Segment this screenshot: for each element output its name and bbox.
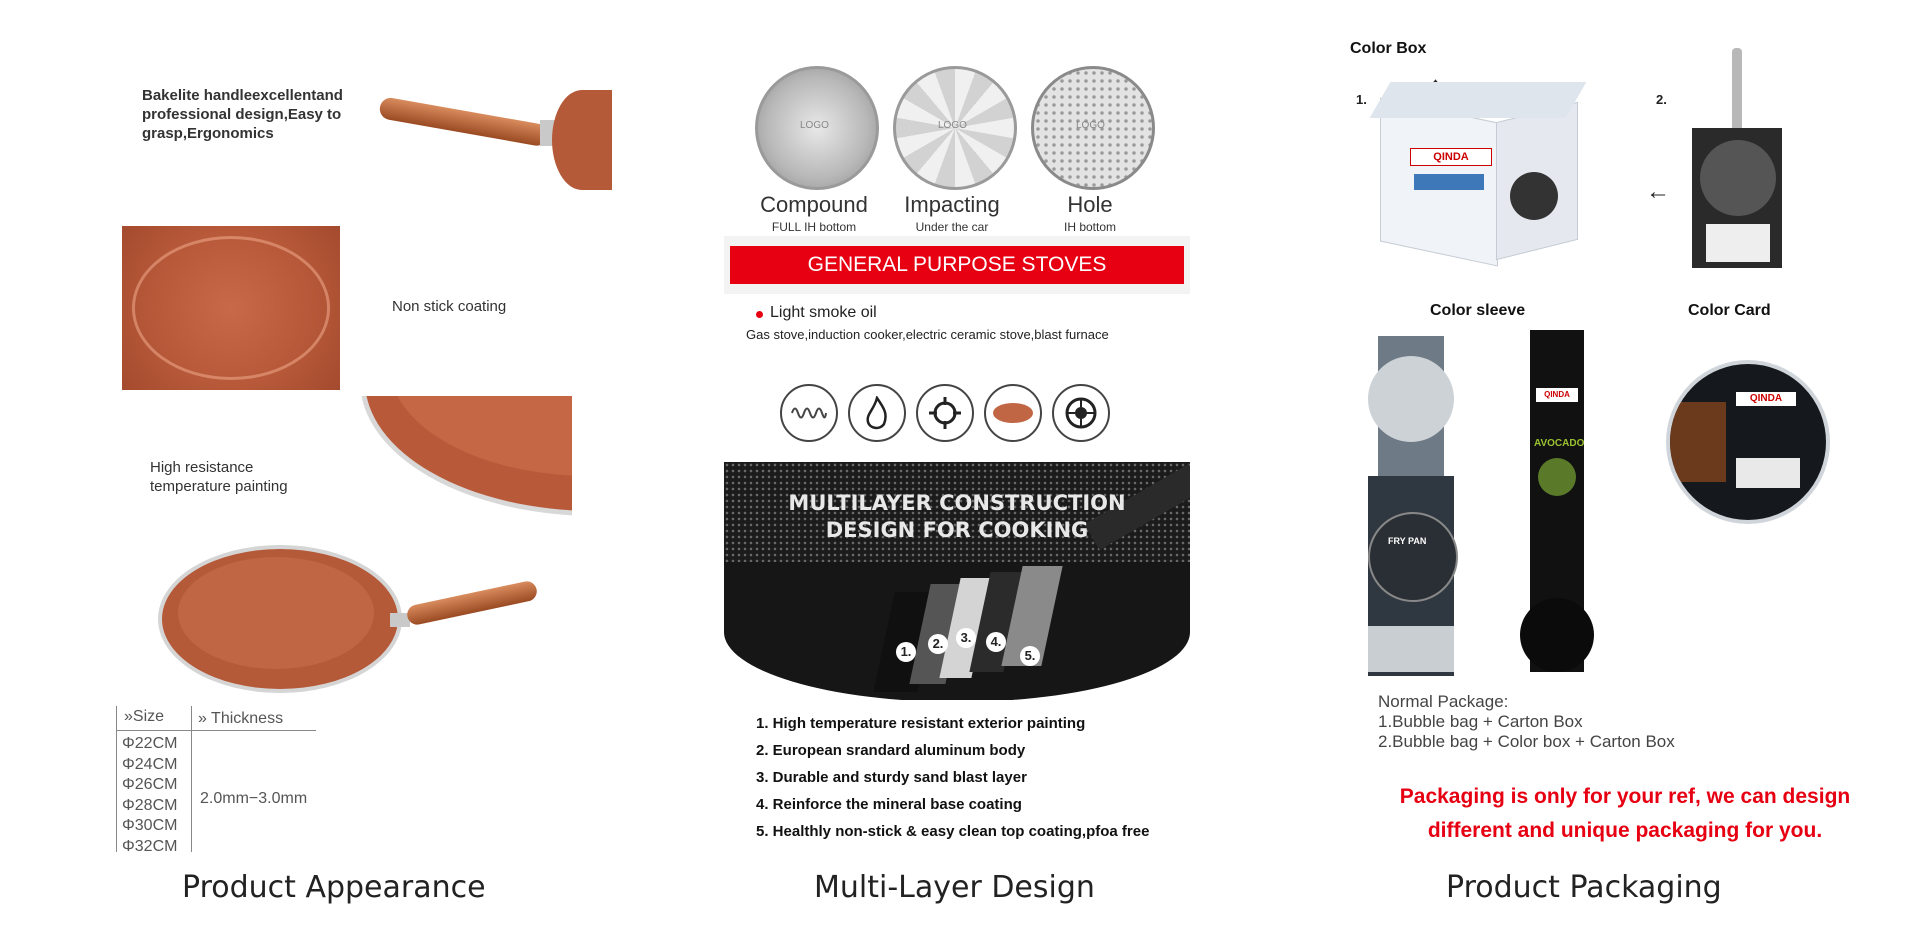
coating-closeup [122,226,340,390]
color-sleeve-black: QINDA AVOCADO [1514,330,1600,672]
rim-closeup [360,396,572,516]
package-number: 1. [1356,92,1367,107]
ceramic-plate-icon [984,384,1042,442]
brand-logo: QINDA [1410,148,1492,166]
hob-ring-icon [1052,384,1110,442]
sleeve-label: FRY PAN [1388,536,1427,546]
construction-image: MULTILAYER CONSTRUCTION DESIGN FOR COOKI… [724,462,1190,700]
size-value: Φ26CM [122,776,178,793]
package-option: 2.Bubble bag + Color box + Carton Box [1378,732,1675,751]
color-card-image: QINDA [1666,360,1830,524]
disc-sublabel: Under the car [915,220,989,234]
disc-label: Impacting [904,192,1000,217]
feature-item: 1. High temperature resistant exterior p… [756,715,1086,732]
brand-logo: QINDA [1536,388,1578,402]
painting-description: High resistance temperature painting [150,459,288,495]
oil-text: Light smoke oil [770,304,877,321]
impacting-disc [893,66,1017,190]
feature-item: 2. European srandard aluminum body [756,742,1026,759]
layer-number: 4. [986,632,1006,652]
color-box-title: Color Box [1350,40,1427,57]
oil-bullet [756,311,763,318]
thickness-value: 2.0mm−3.0mm [200,790,308,807]
layer-number: 1. [896,642,916,662]
gas-burner-icon [916,384,974,442]
size-list: Φ22CM Φ24CM Φ26CM Φ28CM Φ30CM Φ32CM [122,734,177,857]
color-sleeve-grey: FRY PAN [1368,336,1458,676]
disc-logo: LOGO [1076,120,1105,131]
multilayer-caption: Multi-Layer Design [814,870,1095,905]
disc-label: Hole [1067,192,1113,217]
color-sleeve-title: Color sleeve [1430,302,1526,319]
size-value: Φ30CM [122,817,178,834]
feature-item: 5. Healthly non-stick & easy clean top c… [756,823,1150,840]
sleeve-label: AVOCADO [1534,438,1585,449]
compound-disc [755,66,879,190]
packaging-caption: Product Packaging [1446,870,1722,905]
layer-number: 5. [1020,646,1040,666]
layer-number: 3. [956,628,976,648]
coating-label: Non stick coating [392,298,507,315]
size-header: »Size [124,708,165,725]
disc-sublabel: IH bottom [1063,220,1117,234]
arrow-left-icon: ← [1646,178,1670,205]
induction-coil-icon [780,384,838,442]
color-card-title: Color Card [1688,302,1771,319]
disc-logo: LOGO [800,120,829,131]
disc-logo: LOGO [938,120,967,131]
handle-description: Bakelite handleexcellentand professional… [142,87,343,142]
size-value: Φ22CM [122,735,178,752]
size-table: »Size » Thickness Φ22CM Φ24CM Φ26CM Φ28C… [116,706,316,855]
disc-label: Compound [760,192,868,217]
feature-item: 4. Reinforce the mineral base coating [756,796,1022,813]
packaging-panel: Color Box ↑ 1. QINDA ← 2. Color sleeve C… [1330,0,1920,947]
package-number: 2. [1656,92,1667,107]
multilayer-panel: LOGO LOGO LOGO Compound FULL IH bottom I… [700,0,1220,947]
stoves-text: Gas stove,induction cooker,electric cera… [746,327,1109,342]
size-value: Φ32CM [122,837,178,855]
package-option: 1.Bubble bag + Carton Box [1378,712,1583,731]
thickness-header: » Thickness [198,710,284,727]
stoves-banner: GENERAL PURPOSE STOVES [724,236,1190,294]
hole-disc [1031,66,1155,190]
size-value: Φ28CM [122,796,178,814]
layer-number: 2. [928,634,948,654]
construction-title: MULTILAYER CONSTRUCTION DESIGN FOR COOKI… [788,491,1126,542]
boxed-pan-image [1692,48,1788,268]
color-box-image: QINDA [1369,82,1587,267]
feature-item: 3. Durable and sturdy sand blast layer [756,769,1027,786]
packaging-note: Packaging is only for your ref, we can d… [1399,785,1851,842]
appearance-caption: Product Appearance [182,870,486,905]
product-appearance-panel: Bakelite handleexcellentand professional… [0,0,612,947]
brand-logo: QINDA [1736,392,1796,406]
normal-package-title: Normal Package: [1378,692,1509,711]
disc-sublabel: FULL IH bottom [771,220,857,234]
frying-pan-photo [158,545,539,693]
flame-icon [848,384,906,442]
size-value: Φ24CM [122,755,178,773]
handle-photo [378,90,612,190]
